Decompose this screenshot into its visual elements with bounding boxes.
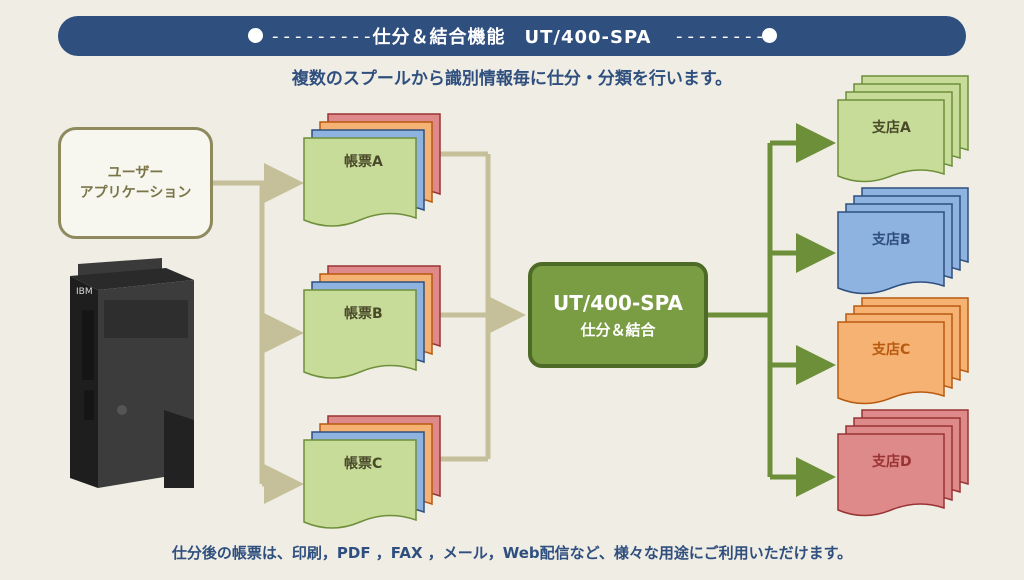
center-subtitle: 仕分＆結合 bbox=[580, 320, 656, 339]
branch-label-a: 支店A bbox=[871, 119, 911, 136]
banner-dashes-left: --------- bbox=[272, 25, 376, 47]
user-app-line1: ユーザー bbox=[107, 165, 164, 181]
branch-label-b: 支店B bbox=[871, 231, 911, 248]
banner-dashes-right: --------- bbox=[676, 25, 780, 47]
report-label-b: 帳票B bbox=[344, 305, 383, 322]
branch-stack-c: 支店C bbox=[837, 297, 969, 405]
branch-label-c: 支店C bbox=[871, 341, 910, 358]
report-stack-b: 帳票B bbox=[303, 265, 441, 379]
subtitle: 複数のスプールから識別情報毎に仕分・分類を行います。 bbox=[291, 69, 733, 89]
branch-label-d: 支店D bbox=[871, 453, 912, 470]
server-brand: IBM bbox=[76, 287, 93, 297]
footer-note: 仕分後の帳票は、印刷，PDF ，FAX ，メール，Web配信など、様々な用途にご… bbox=[171, 544, 853, 562]
banner-dot-right bbox=[762, 28, 777, 43]
branch-stack-d: 支店D bbox=[837, 409, 969, 517]
banner-dot-left bbox=[248, 28, 263, 43]
ibm-server-image: IBM bbox=[70, 258, 194, 488]
title-banner: --------- 仕分＆結合機能 UT/400-SPA --------- bbox=[58, 16, 966, 56]
report-stack-a: 帳票A bbox=[303, 113, 441, 227]
output-connectors bbox=[708, 123, 836, 497]
ut400-spa-box: UT/400-SPA 仕分＆結合 bbox=[528, 262, 708, 368]
banner-title: 仕分＆結合機能 UT/400-SPA bbox=[372, 27, 652, 48]
input-connectors bbox=[213, 151, 526, 504]
center-title: UT/400-SPA bbox=[553, 290, 683, 315]
report-stack-c: 帳票C bbox=[303, 415, 441, 529]
branch-stack-b: 支店B bbox=[837, 187, 969, 295]
report-label-a: 帳票A bbox=[344, 153, 383, 170]
report-label-c: 帳票C bbox=[344, 455, 382, 472]
user-application-box: ユーザー アプリケーション bbox=[58, 127, 213, 239]
branch-stack-a: 支店A bbox=[837, 75, 969, 183]
user-app-line2: アプリケーション bbox=[79, 185, 192, 201]
